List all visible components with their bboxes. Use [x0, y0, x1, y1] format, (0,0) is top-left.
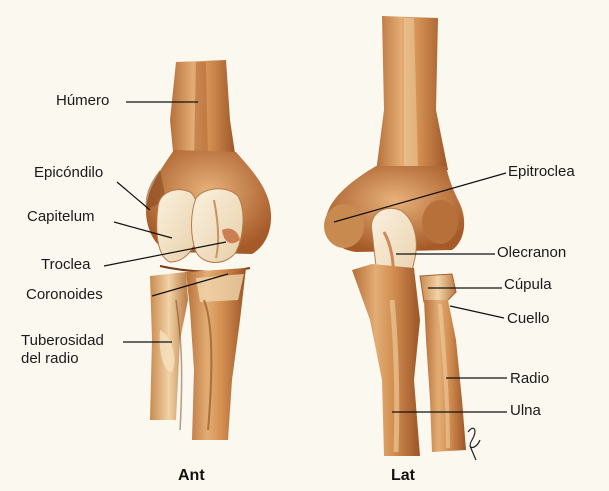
lateral-view [324, 16, 480, 460]
leader-cuello [450, 306, 504, 318]
label-tuberosidad: Tuberosidad del radio [21, 332, 126, 368]
label-ulna: Ulna [510, 402, 541, 420]
label-coronoides: Coronoides [26, 286, 103, 304]
leader-epicondilo [117, 182, 150, 210]
label-olecranon: Olecranon [497, 244, 566, 262]
anterior-view [146, 60, 271, 440]
label-cuello: Cuello [507, 310, 550, 328]
label-capitelum: Capitelum [27, 208, 95, 226]
artist-signature [468, 428, 480, 460]
label-radio: Radio [510, 370, 549, 388]
label-epitroclea: Epitroclea [508, 163, 575, 181]
ulna-lateral [352, 264, 420, 456]
caption-lateral: Lat [391, 467, 415, 485]
label-epicondilo: Epicóndilo [34, 164, 103, 182]
label-cupula: Cúpula [504, 276, 552, 294]
label-humero: Húmero [56, 92, 109, 110]
caption-anterior: Ant [178, 467, 205, 485]
label-troclea: Troclea [41, 256, 90, 274]
